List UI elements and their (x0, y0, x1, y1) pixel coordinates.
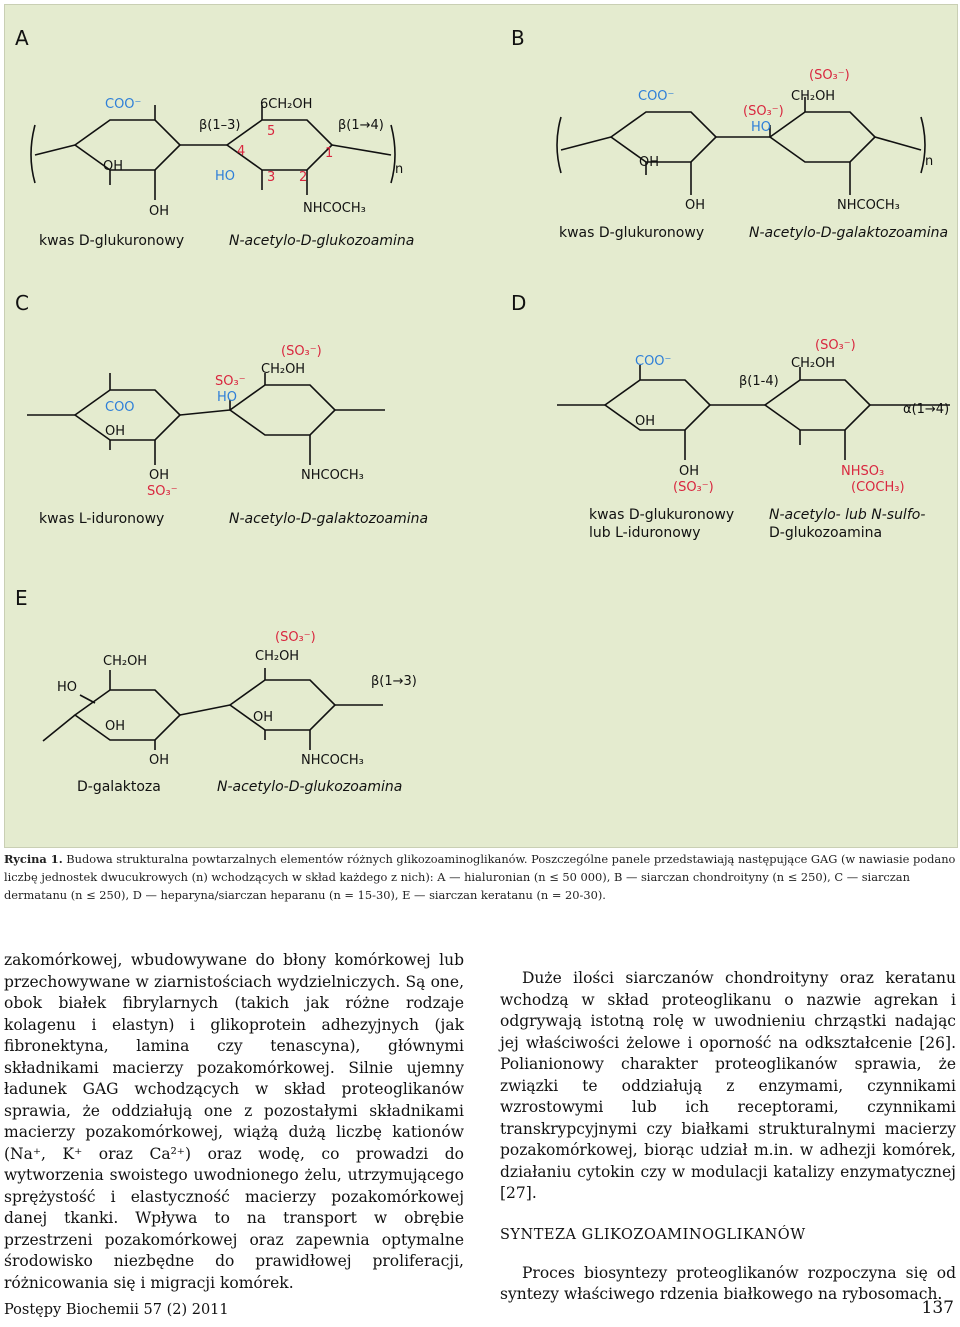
carbon-number: 2 (299, 170, 307, 185)
so3-label: (SO₃⁻) (281, 344, 322, 359)
unit-name: N-acetylo- lub N-sulfo- (769, 507, 925, 523)
carbon-number: 1 (325, 146, 333, 161)
unit-name: N-acetylo-D-glukozoamina (229, 233, 414, 249)
alpha14-label: α(1→4) (903, 402, 949, 417)
nhcoch3-label: NHCOCH₃ (301, 468, 364, 483)
journal-footer: Postępy Biochemii 57 (2) 2011 (4, 1302, 229, 1318)
oh-label: OH (103, 159, 123, 174)
coo-label: COO (105, 400, 135, 415)
body-right-column: Duże ilości siarczanów chondroityny oraz… (500, 968, 956, 1306)
n-label: n (925, 154, 933, 169)
ch2oh-label: CH₂OH (103, 654, 147, 669)
unit-name: kwas D-glukuronowy (559, 225, 704, 241)
section-heading: SYNTEZA GLIKOZOAMINOGLIKANÓW (500, 1226, 806, 1243)
unit-name: kwas D-glukuronowy (589, 507, 734, 523)
body-left-column: zakomórkowej, wbudowywane do błony komór… (4, 950, 464, 1294)
oh-label: OH (635, 414, 655, 429)
oh-label: OH (149, 468, 169, 483)
oh-label: OH (149, 753, 169, 768)
coo-label: COO⁻ (105, 97, 141, 112)
paragraph: Duże ilości siarczanów chondroityny oraz… (500, 969, 956, 1202)
ho-label: HO (215, 169, 235, 184)
beta13-label: β(1→3) (371, 674, 417, 689)
caption-label: Rycina 1. (4, 852, 63, 866)
panel-letter-b: B (511, 26, 525, 50)
ho-label: HO (217, 390, 237, 405)
unit-name: D-glukozoamina (769, 525, 882, 541)
ch2oh-label: CH₂OH (791, 356, 835, 371)
nhso3-label: NHSO₃ (841, 464, 884, 479)
ho-label: HO (751, 120, 771, 135)
unit-name: D-galaktoza (77, 779, 161, 795)
ch2oh-label: CH₂OH (791, 89, 835, 104)
oh-label: OH (685, 198, 705, 213)
figure-caption: Rycina 1. Budowa strukturalna powtarzaln… (4, 850, 956, 904)
panel-letter-c: C (15, 291, 29, 315)
ch2oh-label: CH₂OH (261, 362, 305, 377)
paragraph: zakomórkowej, wbudowywane do błony komór… (4, 951, 464, 1292)
nhcoch3-label: NHCOCH₃ (303, 201, 366, 216)
ch2oh-label: CH₂OH (255, 649, 299, 664)
so3-label: (SO₃⁻) (673, 480, 714, 495)
so3-label: (SO₃⁻) (275, 630, 316, 645)
oh-label: OH (639, 155, 659, 170)
oh-label: OH (105, 424, 125, 439)
so3-label: SO₃⁻ (147, 484, 178, 499)
panel-e: E CH₂OH (SO₃⁻) CH₂OH β(1→3) HO OH OH OH … (15, 586, 417, 795)
figure: A COO⁻ 6CH₂OH β(1–3) β(1→4) OH OH HO NHC (4, 4, 958, 848)
ch2oh-label: 6CH₂OH (260, 97, 312, 112)
panel-b: B COO⁻ (SO₃⁻) CH₂OH (SO₃⁻) HO OH OH NHCO… (511, 26, 948, 241)
coo-label: COO⁻ (635, 354, 671, 369)
panel-letter-d: D (511, 291, 526, 315)
structural-formulas: A COO⁻ 6CH₂OH β(1–3) β(1→4) OH OH HO NHC (15, 26, 950, 795)
oh-label: OH (149, 204, 169, 219)
beta14-label: β(1→4) (338, 118, 384, 133)
so3-label: (SO₃⁻) (743, 104, 784, 119)
caption-text: Budowa strukturalna powtarzalnych elemen… (4, 852, 956, 902)
coch3-label: (COCH₃) (851, 480, 905, 495)
oh-label: OH (105, 719, 125, 734)
unit-name: lub L-iduronowy (589, 525, 701, 541)
nhcoch3-label: NHCOCH₃ (837, 198, 900, 213)
beta13-label: β(1–3) (199, 118, 240, 133)
carbon-number: 4 (237, 144, 245, 159)
panel-c: C (SO₃⁻) CH₂OH SO₃⁻ HO COO OH OH SO₃⁻ NH… (15, 291, 428, 527)
panel-a: A COO⁻ 6CH₂OH β(1–3) β(1→4) OH OH HO NHC (15, 26, 414, 249)
beta14-label: β(1-4) (739, 374, 779, 389)
unit-name: N-acetylo-D-galaktozoamina (229, 511, 428, 527)
carbon-number: 3 (267, 170, 275, 185)
n-label: n (395, 162, 403, 177)
panel-letter-a: A (15, 26, 29, 50)
unit-name: kwas D-glukuronowy (39, 233, 184, 249)
oh-label: OH (679, 464, 699, 479)
so3-label: (SO₃⁻) (809, 68, 850, 83)
panel-d: D COO⁻ (SO₃⁻) CH₂OH β(1-4) α(1→4) OH OH … (511, 291, 950, 541)
unit-name: kwas L-iduronowy (39, 511, 164, 527)
so3-label: SO₃⁻ (215, 374, 246, 389)
page-number: 137 (921, 1298, 954, 1318)
carbon-number: 5 (267, 124, 275, 139)
coo-label: COO⁻ (638, 89, 674, 104)
so3-label: (SO₃⁻) (815, 338, 856, 353)
panel-letter-e: E (15, 586, 28, 610)
oh-label: OH (253, 710, 273, 725)
unit-name: N-acetylo-D-glukozoamina (217, 779, 402, 795)
ho-label: HO (57, 680, 77, 695)
unit-name: N-acetylo-D-galaktozoamina (749, 225, 948, 241)
paragraph: Proces biosyntezy proteoglikanów rozpocz… (500, 1263, 956, 1304)
nhcoch3-label: NHCOCH₃ (301, 753, 364, 768)
